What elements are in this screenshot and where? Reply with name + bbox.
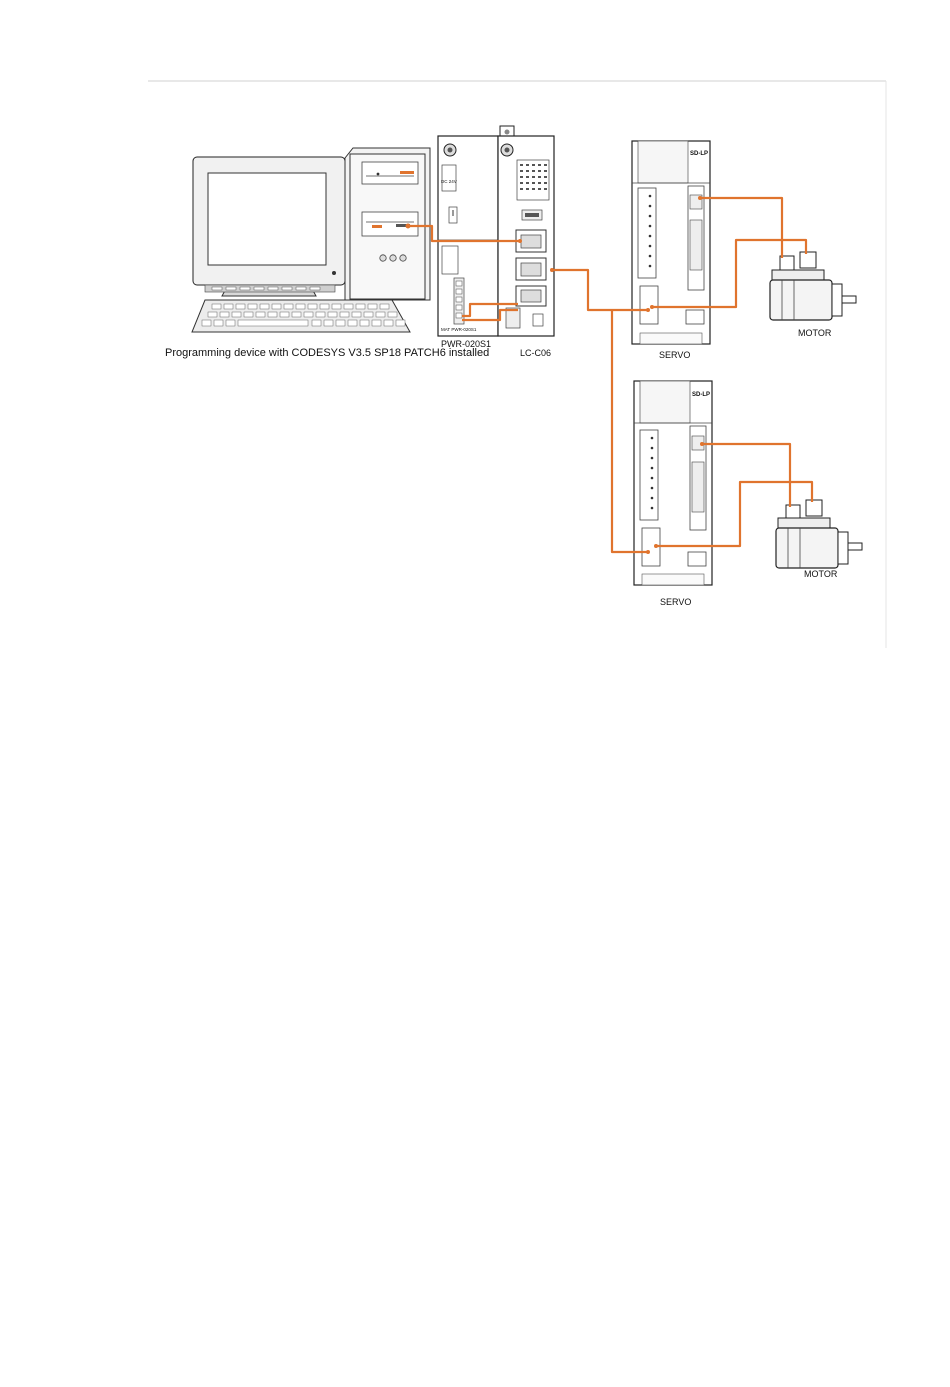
pc-workstation xyxy=(192,148,430,332)
servo-2-badge: SD-LP xyxy=(692,392,710,398)
servo-1-label: SERVO xyxy=(659,350,690,360)
power-label: PWR-020S1 xyxy=(441,339,491,349)
motor-1 xyxy=(770,252,856,320)
servo-1: SD-LP xyxy=(632,141,710,344)
motor-2-label: MOTOR xyxy=(804,569,838,579)
servo-1-badge: SD-LP xyxy=(690,151,708,157)
keyboard xyxy=(192,300,410,332)
servo-2: SD-LP xyxy=(634,381,712,585)
motor-2 xyxy=(776,500,862,568)
servo-2-label: SERVO xyxy=(660,597,691,607)
cpu-label: LC-C06 xyxy=(520,348,551,358)
motor-1-label: MOTOR xyxy=(798,328,832,338)
power-dc-label: DC 24V xyxy=(441,179,457,184)
power-module: DC 24V MAT PWR-020S1 xyxy=(438,136,498,336)
monitor xyxy=(193,157,345,296)
power-model-label: MAT PWR-020S1 xyxy=(441,327,477,332)
pc-tower xyxy=(345,148,430,300)
wire-servo1-encoder xyxy=(700,198,782,258)
wire-servo2-encoder xyxy=(702,444,790,507)
